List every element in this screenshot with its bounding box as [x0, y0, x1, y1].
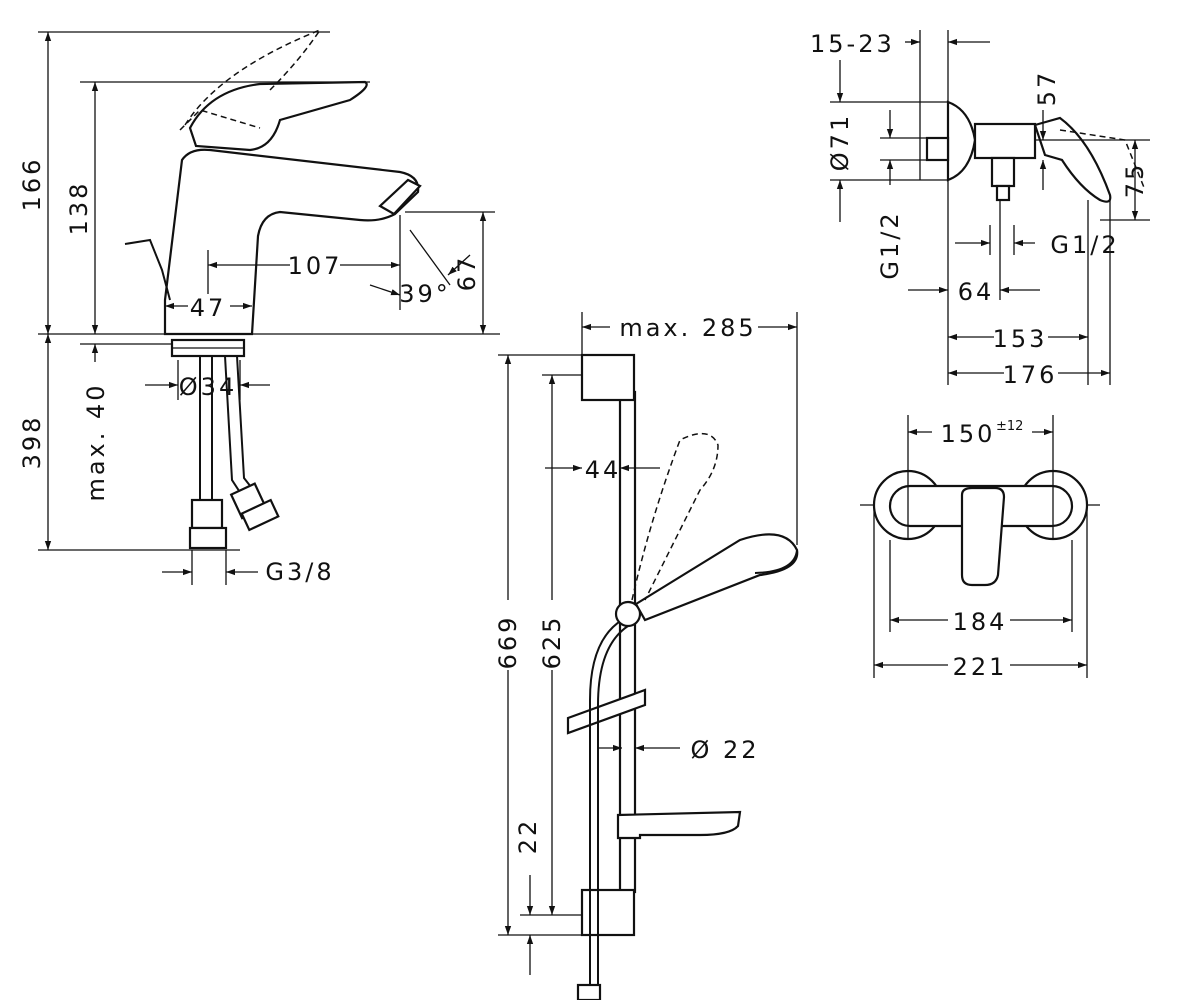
s-union [925, 136, 950, 162]
hand-shower [634, 533, 799, 622]
shower-set-drawing: max. 285 669 625 44 Ø 22 22 [494, 312, 799, 1000]
label-15-23: 15-23 [810, 30, 895, 58]
label-47: 47 [190, 294, 227, 322]
label-64: 64 [958, 278, 995, 306]
lever-open-position [184, 28, 322, 126]
label-75: 75 [1121, 162, 1149, 199]
lever-side [1033, 116, 1112, 203]
hose-fitting-1 [190, 498, 224, 530]
label-150-tolerance: ±12 [996, 419, 1023, 434]
slider [566, 688, 647, 735]
label-44: 44 [585, 456, 622, 484]
hose-1 [199, 356, 213, 505]
shower-hose [589, 619, 629, 990]
shower-mixer-front-drawing: 150 ±12 184 221 [860, 415, 1100, 681]
label-398: 398 [18, 415, 46, 470]
mixer-body [163, 148, 420, 336]
lever-dash-2 [179, 109, 261, 131]
label-34: Ø34 [179, 373, 237, 401]
hand-shower-holder [614, 600, 642, 628]
aerator [378, 178, 422, 216]
rosette [946, 100, 977, 182]
angle-line [409, 229, 451, 286]
popup-rod [124, 238, 171, 301]
soap-dish [616, 810, 742, 840]
label-22-dia: Ø 22 [690, 736, 759, 764]
label-153: 153 [993, 325, 1048, 353]
label-g12-left: G1/2 [876, 210, 904, 279]
label-138: 138 [65, 181, 93, 236]
label-184: 184 [953, 608, 1008, 636]
label-107: 107 [288, 252, 343, 280]
mixer-body-side [973, 122, 1037, 160]
label-150: 150 [941, 420, 996, 448]
label-71: Ø71 [826, 113, 854, 171]
label-67: 67 [453, 255, 481, 292]
label-g38: G3/8 [265, 558, 334, 586]
label-22: 22 [514, 818, 542, 855]
label-625: 625 [538, 615, 566, 670]
label-g12-right: G1/2 [1050, 231, 1119, 259]
label-221: 221 [953, 653, 1008, 681]
top-bracket [580, 353, 636, 402]
label-176: 176 [1003, 361, 1058, 389]
lever [188, 80, 368, 152]
hand-shower-alt-position [631, 432, 719, 601]
basin-mixer-drawing: 166 138 107 39° 67 47 398 max. 40 Ø34 G3… [18, 28, 500, 586]
lever-front [960, 486, 1006, 587]
label-max40: max. 40 [82, 382, 110, 501]
label-angle: 39° [399, 280, 451, 308]
label-57: 57 [1033, 70, 1061, 107]
label-166: 166 [18, 157, 46, 212]
label-669: 669 [494, 615, 522, 670]
label-max285: max. 285 [619, 314, 756, 342]
shower-mixer-side-drawing: 15-23 Ø71 57 75 G1/2 G1/2 64 153 176 [810, 30, 1150, 389]
